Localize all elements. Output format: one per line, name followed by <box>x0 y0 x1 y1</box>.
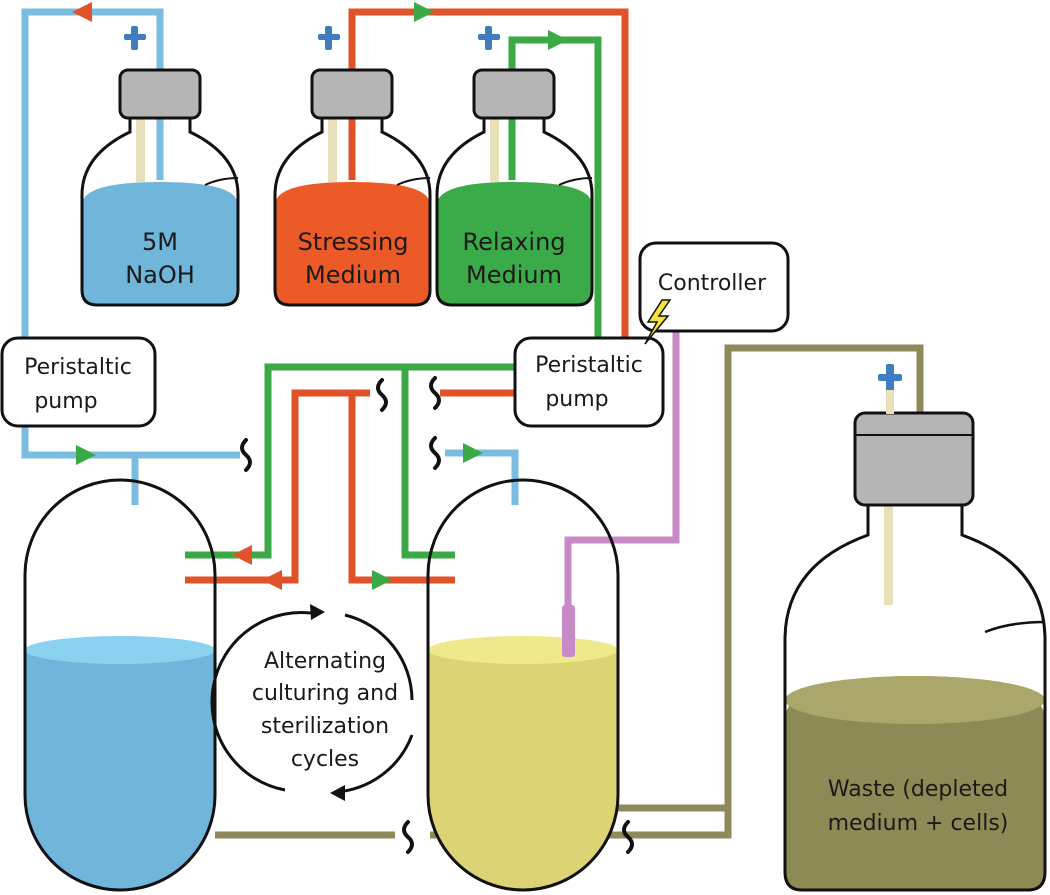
controller-probe-line <box>564 330 680 612</box>
pump-left-label-line1: Peristaltic <box>24 355 132 380</box>
flow-arrow-stress-left <box>262 570 282 590</box>
bottle-outline <box>435 118 594 307</box>
dip-tube <box>490 110 499 182</box>
bottle-outline <box>783 505 1047 892</box>
cycle-label-line1: Alternating <box>264 649 386 674</box>
flow-arrow-relax <box>548 30 568 50</box>
stressing-medium-bottle: Stressing Medium <box>273 26 432 307</box>
cycle-label-line3: sterilization <box>261 714 389 739</box>
reactor-left-liquid <box>25 650 215 890</box>
stress-tube-right <box>348 393 455 584</box>
waste-label-line2: medium + cells) <box>828 811 1009 836</box>
pump-right-label-line2: pump <box>545 387 608 412</box>
tube-breaks <box>240 376 634 854</box>
dip-tube <box>136 110 145 182</box>
filter-icon <box>318 26 340 50</box>
waste-label-line1: Waste (depleted <box>828 777 1008 802</box>
controller-label: Controller <box>658 271 767 296</box>
break-symbol <box>240 438 252 472</box>
filter-icon <box>878 364 902 392</box>
bottle-outline <box>80 118 240 307</box>
bottle-outline <box>273 118 432 307</box>
flow-arrow-naoh-right <box>463 443 483 463</box>
waste-bottle: Waste (depleted medium + cells) <box>783 364 1047 892</box>
stressing-liquid <box>275 182 430 305</box>
flow-arrow-stress <box>414 2 434 22</box>
naoh-bottle: 5M NaOH <box>80 26 240 307</box>
reactor-right-liquid <box>428 650 618 890</box>
cycle-label-line4: cycles <box>291 747 359 772</box>
flow-arrow-stress-right <box>372 570 392 590</box>
relaxing-label-line1: Relaxing <box>462 228 565 256</box>
filter-icon <box>124 26 146 50</box>
naoh-label-line2: NaOH <box>125 261 195 289</box>
bottle-cap <box>472 68 556 120</box>
pump-right-label-line1: Peristaltic <box>535 353 643 378</box>
cycle-arrowhead <box>310 604 325 620</box>
reactor-left <box>23 478 217 892</box>
relaxing-medium-bottle: Relaxing Medium <box>435 26 594 307</box>
relaxing-liquid <box>437 182 592 305</box>
break-symbol <box>376 378 388 412</box>
peristaltic-pump-right: Peristaltic pump <box>513 336 665 428</box>
reactor-left-surface <box>25 636 215 664</box>
stressing-label-line1: Stressing <box>298 228 409 256</box>
break-symbol <box>402 820 414 854</box>
flow-arrows <box>72 2 568 590</box>
waste-surface <box>785 676 1045 724</box>
sensor-probe <box>562 605 575 657</box>
break-symbol <box>429 376 441 410</box>
relax-tube-right <box>401 367 455 559</box>
relaxing-label-line2: Medium <box>466 261 562 289</box>
stressing-label-line2: Medium <box>305 261 401 289</box>
naoh-liquid <box>82 182 238 305</box>
cycle-label-line2: culturing and <box>252 681 398 706</box>
waste-liquid <box>785 676 1045 890</box>
reactor-right-surface <box>428 636 618 664</box>
stress-tube-loop <box>185 389 370 584</box>
break-symbol <box>429 436 441 470</box>
naoh-tube-supply <box>21 8 240 459</box>
dip-tube <box>328 110 337 182</box>
flow-arrow-naoh <box>72 2 92 22</box>
bottle-cap <box>310 68 394 120</box>
pump-left-label-line2: pump <box>34 389 97 414</box>
bottle-cap <box>853 411 975 507</box>
cycle-arrow-top <box>344 613 414 701</box>
cycle-arrow-left <box>210 610 319 792</box>
naoh-label-line1: 5M <box>142 228 178 256</box>
cycle-arrowhead <box>330 785 345 801</box>
filter-icon <box>478 26 500 50</box>
lightning-bolt-icon <box>644 299 672 345</box>
cycle-indicator: Alternating culturing and sterilization … <box>210 604 414 801</box>
flow-arrow-naoh-pump <box>76 445 96 465</box>
flow-arrow-relax-left <box>232 545 252 565</box>
naoh-tube-right <box>445 449 519 505</box>
dip-tube <box>884 500 893 605</box>
controller-box: Controller <box>638 241 790 333</box>
bottle-cap <box>118 68 202 120</box>
peristaltic-pump-left: Peristaltic pump <box>0 336 157 428</box>
break-symbol <box>622 820 634 854</box>
reactor-right <box>426 478 620 892</box>
cycle-arrow-bottom <box>334 734 414 794</box>
